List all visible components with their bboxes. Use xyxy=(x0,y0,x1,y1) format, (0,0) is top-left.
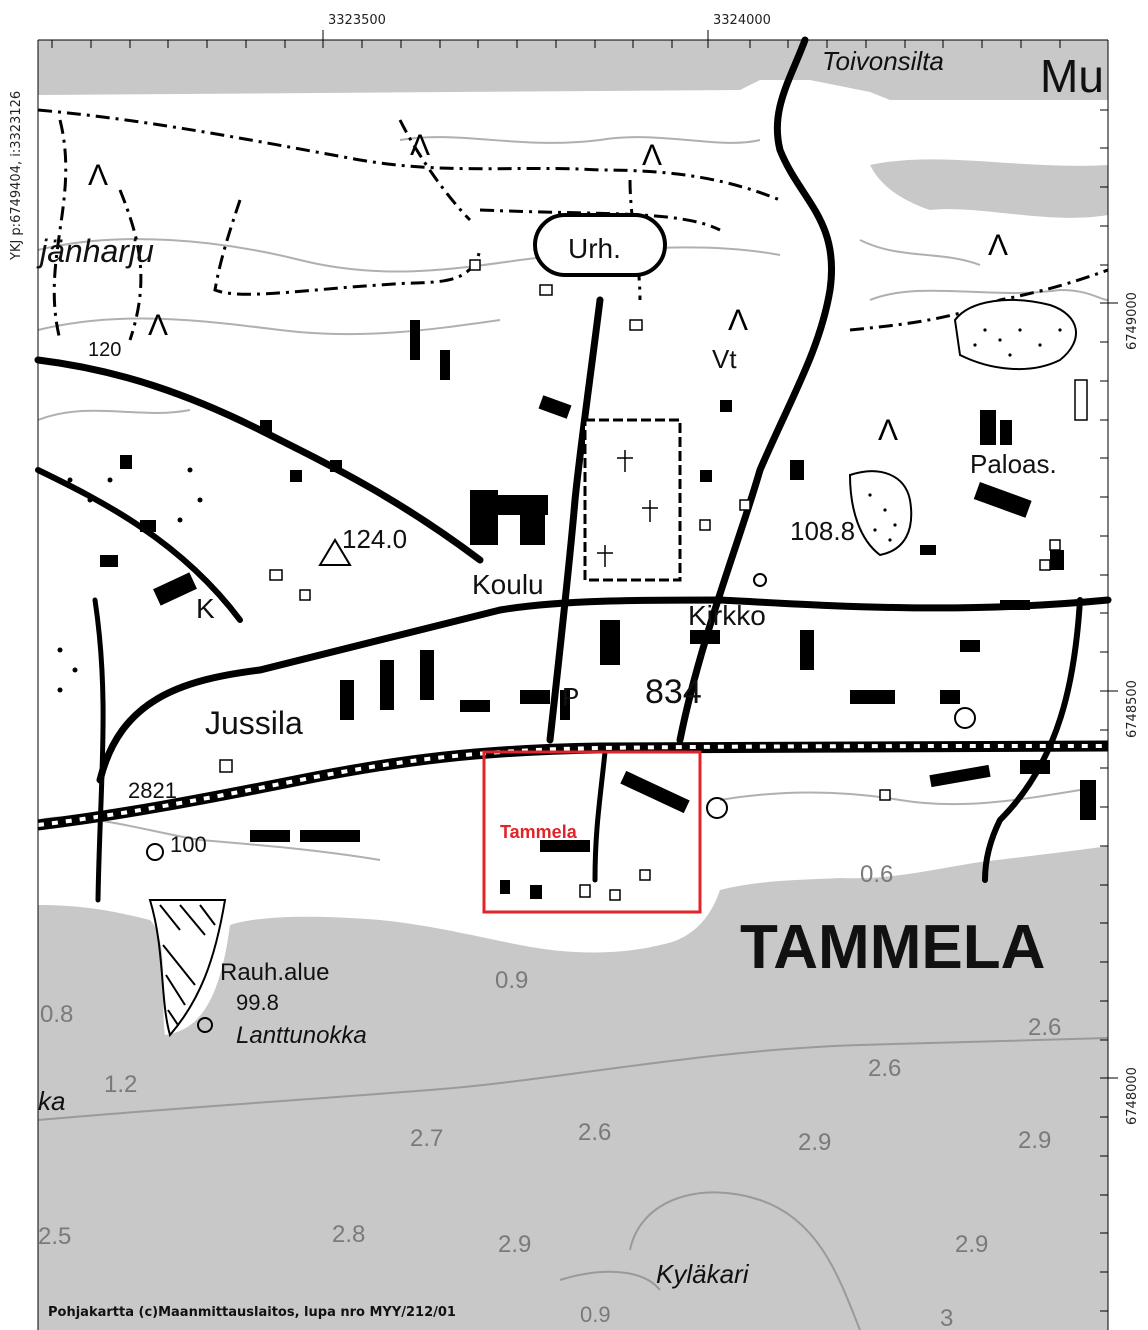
top-ticks xyxy=(37,30,1109,1330)
label-tammela-region: TAMMELA xyxy=(740,913,1045,982)
svg-text:Λ: Λ xyxy=(88,159,108,192)
label-jussila: Jussila xyxy=(205,705,303,741)
depth-13: 2.9 xyxy=(955,1231,988,1258)
label-p: P xyxy=(562,682,579,712)
depth-14: 0.9 xyxy=(580,1302,611,1327)
svg-text:Λ: Λ xyxy=(988,229,1008,262)
cemetery xyxy=(583,418,682,582)
svg-text:Λ: Λ xyxy=(878,414,898,447)
depth-soundings: 0.6 0.9 0.8 2.6 1.2 2.6 2.7 2.6 2.9 2.9 … xyxy=(38,861,1061,1327)
label-urh: Urh. xyxy=(568,233,621,264)
peninsula-hatch xyxy=(159,904,216,1026)
copyright-text: Pohjakartta (c)Maanmittauslaitos, lupa n… xyxy=(48,1305,456,1320)
grid-northing-1: 6749000 xyxy=(1125,292,1140,350)
label-paloas: Paloas. xyxy=(970,449,1057,479)
label-k: K xyxy=(196,593,215,624)
label-kylakari: Kyläkari xyxy=(656,1259,750,1289)
depth-8: 2.9 xyxy=(798,1129,831,1156)
sand-areas xyxy=(848,299,1077,557)
label-janharju: jänharju xyxy=(36,233,154,269)
label-spot-124: 124.0 xyxy=(342,524,407,554)
north-water-east xyxy=(870,159,1108,218)
label-rauh-alue: Rauh.alue xyxy=(220,959,329,986)
buildings xyxy=(100,320,1096,899)
label-koulu: Koulu xyxy=(472,569,544,600)
right-ticks xyxy=(1100,109,1118,1312)
svg-text:Λ: Λ xyxy=(728,304,748,337)
sports-track xyxy=(533,213,667,277)
depth-4: 1.2 xyxy=(104,1071,137,1098)
svg-text:Λ: Λ xyxy=(148,309,168,342)
depth-3: 2.6 xyxy=(1028,1014,1061,1041)
label-kirkko: Kirkko xyxy=(688,600,766,631)
label-lake-3: 3 xyxy=(940,1305,953,1330)
svg-text:Λ: Λ xyxy=(410,129,430,162)
grid-northing-2: 6748500 xyxy=(1125,680,1140,738)
north-water xyxy=(38,40,1108,100)
cemetery-crosses xyxy=(597,450,658,567)
depth-5: 2.6 xyxy=(868,1055,901,1082)
highlight-label: Tammela xyxy=(500,822,578,842)
sand-dots xyxy=(57,328,1062,693)
depth-6: 2.7 xyxy=(410,1125,443,1152)
small-buildings xyxy=(219,259,1088,901)
grid-origin-note: YKJ p:6749404, i:3323126 xyxy=(9,91,24,261)
depth-contours xyxy=(37,1037,1109,1330)
label-contour-100: 100 xyxy=(170,832,207,857)
depth-0: 0.6 xyxy=(860,861,893,888)
depth-1: 0.9 xyxy=(495,967,528,994)
label-ka: ka xyxy=(38,1086,65,1116)
terrain-symbols: Λ Λ Λ Λ Λ Λ Λ xyxy=(88,129,1008,447)
label-vt: Vt xyxy=(712,344,737,374)
lanttunokka-peninsula xyxy=(148,899,227,1038)
label-spot-99: 99.8 xyxy=(236,990,279,1015)
south-water xyxy=(38,846,1108,1330)
depth-11: 2.8 xyxy=(332,1221,365,1248)
depth-7: 2.6 xyxy=(578,1119,611,1146)
triangulation-point xyxy=(318,538,352,566)
label-contour-120: 120 xyxy=(88,339,121,361)
depth-2: 0.8 xyxy=(40,1001,73,1028)
label-lanttunokka: Lanttunokka xyxy=(236,1022,367,1049)
label-mu: Mu xyxy=(1040,50,1104,102)
depth-9: 2.9 xyxy=(1018,1127,1051,1154)
label-road-834: 834 xyxy=(645,673,702,711)
label-road-2821: 2821 xyxy=(128,778,177,803)
grid-easting-1: 3323500 xyxy=(328,13,386,28)
grid-easting-2: 3324000 xyxy=(713,13,771,28)
label-spot-108: 108.8 xyxy=(790,516,855,546)
grid-northing-3: 6748000 xyxy=(1125,1067,1140,1125)
highlight-frame xyxy=(482,750,702,914)
label-toivonsilta: Toivonsilta xyxy=(822,46,944,76)
depth-10: 2.5 xyxy=(38,1223,71,1250)
survey-marks xyxy=(146,573,976,1033)
svg-text:Λ: Λ xyxy=(642,139,662,172)
depth-12: 2.9 xyxy=(498,1231,531,1258)
